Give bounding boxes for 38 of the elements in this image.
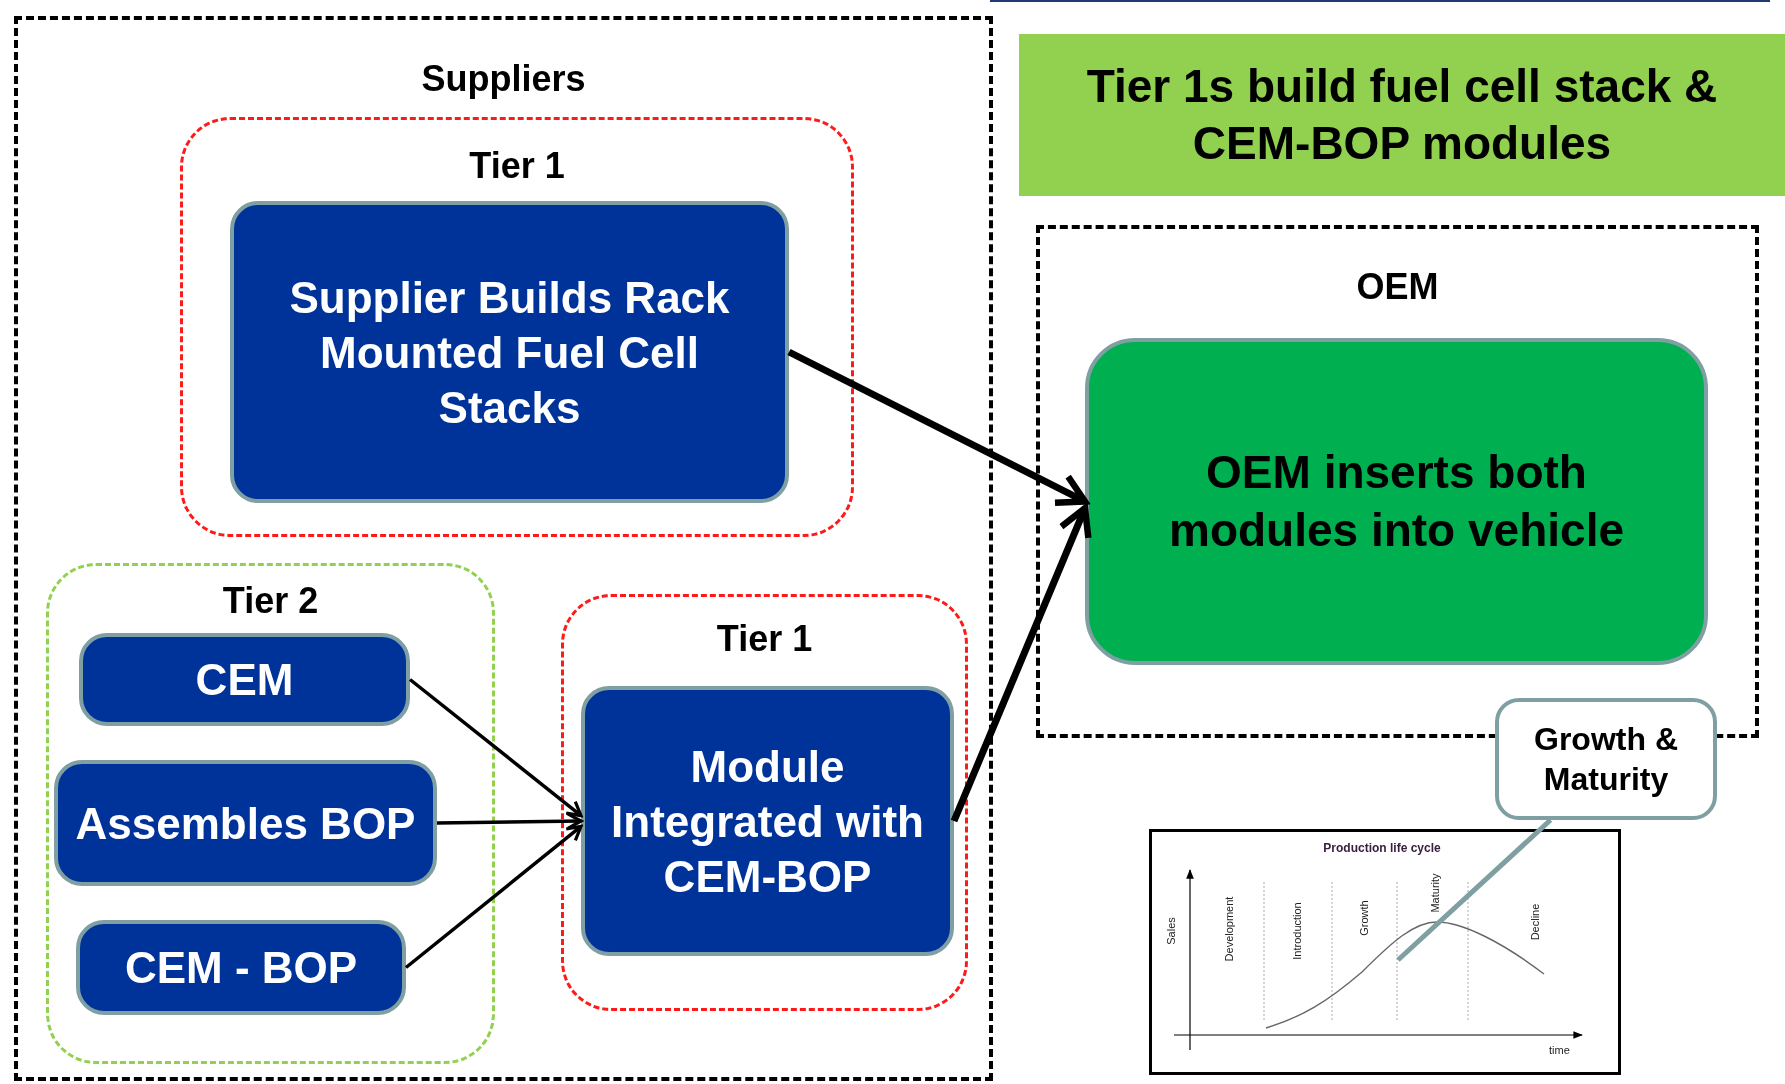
box-text: OEM inserts both modules into vehicle bbox=[1168, 445, 1625, 558]
phase-label: Growth bbox=[1358, 900, 1370, 936]
dashed-group-box bbox=[561, 594, 968, 1011]
speech-bubble bbox=[1495, 698, 1717, 820]
box-text: Module Integrated with CEM-BOP bbox=[610, 740, 925, 903]
process-box bbox=[76, 920, 406, 1015]
dashed-group-box bbox=[180, 117, 854, 537]
phase-label: Decline bbox=[1529, 903, 1541, 941]
bubble-text: Growth & Maturity bbox=[1533, 720, 1679, 799]
process-box bbox=[1085, 338, 1708, 665]
group-title: Suppliers bbox=[420, 57, 587, 101]
box-text: CEM - BOP bbox=[124, 942, 358, 994]
arrow bbox=[408, 678, 583, 818]
arrow bbox=[787, 348, 1089, 506]
banner-box bbox=[1019, 34, 1785, 196]
group-title: Tier 1 bbox=[468, 144, 566, 188]
process-box bbox=[79, 633, 410, 726]
process-box bbox=[581, 686, 954, 956]
chart-title: Production life cycle bbox=[1323, 842, 1441, 854]
axis-label: time bbox=[1549, 1045, 1570, 1056]
dashed-group-box bbox=[46, 563, 495, 1064]
group-title: Tier 2 bbox=[221, 579, 320, 623]
phase-label: Introduction bbox=[1291, 902, 1303, 960]
arrow bbox=[950, 504, 1092, 823]
box-text: CEM bbox=[195, 654, 294, 706]
arrow bbox=[404, 824, 583, 969]
phase-label: Development bbox=[1223, 896, 1235, 962]
phase-label: Sales bbox=[1165, 917, 1177, 945]
group-title: Tier 1 bbox=[715, 617, 814, 661]
box-text: Assembles BOP bbox=[75, 797, 416, 850]
callout-tail bbox=[1396, 818, 1553, 962]
process-box bbox=[54, 760, 437, 886]
group-title: OEM bbox=[1355, 265, 1440, 309]
banner-title: Tier 1s build fuel cell stack & CEM-BOP modules bbox=[1085, 58, 1719, 171]
dashed-group-box bbox=[14, 16, 993, 1081]
box-text: Supplier Builds Rack Mounted Fuel Cell Stacks bbox=[288, 271, 731, 434]
process-box bbox=[230, 201, 789, 503]
phase-label: Maturity bbox=[1429, 873, 1441, 913]
